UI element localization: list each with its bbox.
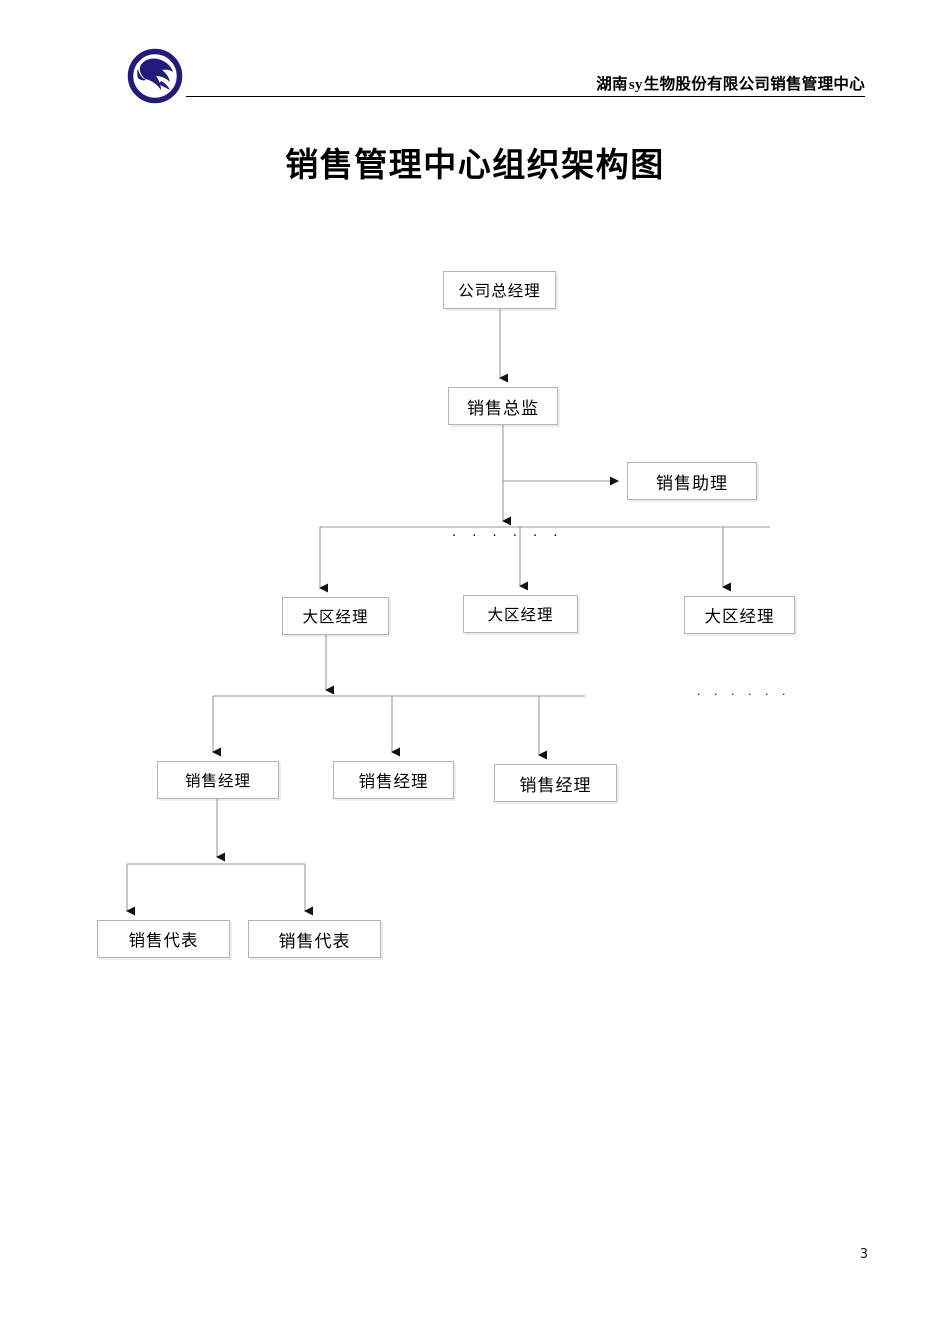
header-divider-rule [186,96,865,97]
org-node-sales-manager-2[interactable]: 销售经理 [333,761,454,799]
org-node-sales-director[interactable]: 销售总监 [448,387,558,425]
org-node-label: 销售代表 [128,931,199,950]
org-node-sales-manager-3[interactable]: 销售经理 [494,764,617,802]
org-node-sales-rep-1[interactable]: 销售代表 [97,920,230,958]
org-node-regional-manager-2[interactable]: 大区经理 [463,595,578,633]
header-company-prefix: 湖南 [596,75,628,93]
header-company-suffix: 生物股份有限公司销售管理中心 [643,75,865,93]
org-node-label: 大区经理 [487,606,554,624]
org-node-label: 销售总监 [467,398,539,419]
header-company-latin: sy [628,77,643,93]
org-node-label: 销售经理 [184,772,251,790]
org-node-label: 大区经理 [704,607,775,626]
org-node-regional-manager-3[interactable]: 大区经理 [684,596,795,634]
org-node-sales-assistant[interactable]: 销售助理 [627,462,757,500]
org-node-general-manager[interactable]: 公司总经理 [443,271,556,309]
org-node-label: 销售经理 [519,775,592,796]
header-company-title: 湖南sy生物股份有限公司销售管理中心 [596,72,865,94]
ellipsis-more-sales-managers: · · · · · · [697,688,791,701]
org-node-label: 大区经理 [302,608,369,626]
org-node-sales-manager-1[interactable]: 销售经理 [157,761,279,799]
org-node-label: 公司总经理 [458,282,541,300]
org-node-label: 销售经理 [358,772,429,791]
page-number: 3 [859,1247,868,1262]
org-node-label: 销售助理 [656,473,728,494]
ellipsis-more-regional-managers: · · · · · · [452,529,564,544]
griffin-circle-logo-icon [126,47,186,105]
org-node-label: 销售代表 [278,931,351,952]
org-node-sales-rep-2[interactable]: 销售代表 [248,920,381,958]
page-title: 销售管理中心组织架构图 [285,145,665,184]
page-header: 湖南sy生物股份有限公司销售管理中心 [0,0,950,120]
org-node-regional-manager-1[interactable]: 大区经理 [282,597,389,635]
